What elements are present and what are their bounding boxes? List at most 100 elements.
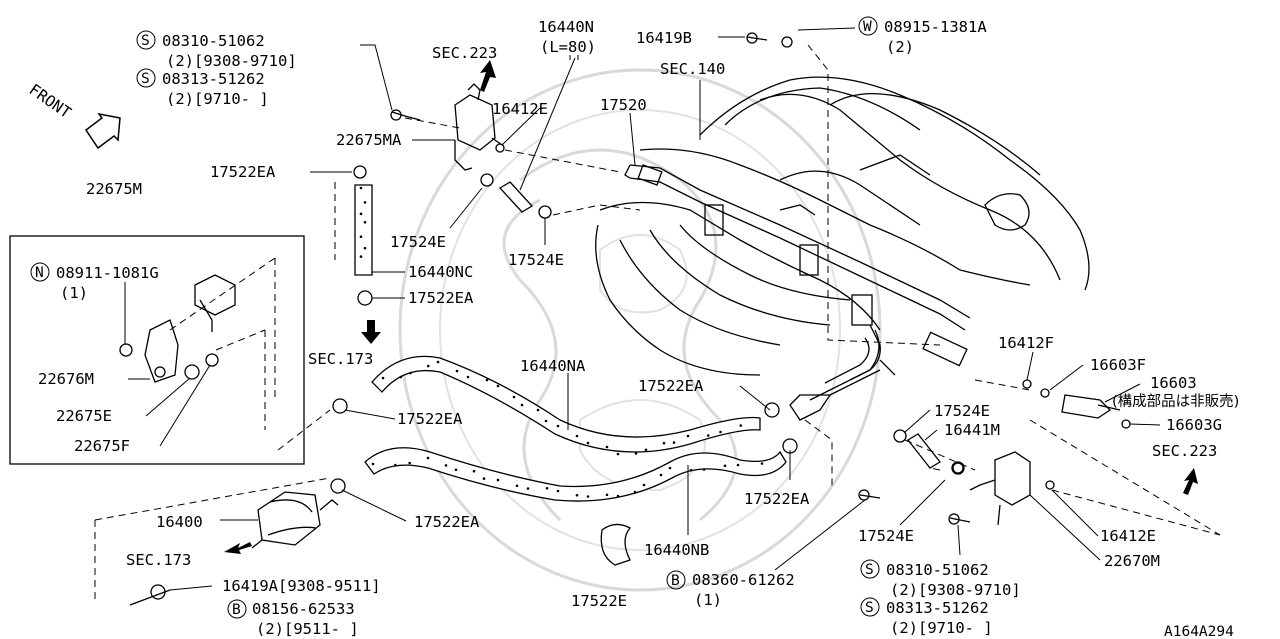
label-16400: 16400 xyxy=(156,513,203,531)
hose-texture-dot xyxy=(520,403,524,407)
label-16419A: 16419A[9308-9511] xyxy=(222,577,381,595)
svg-text:S: S xyxy=(865,562,874,578)
label-16412E-bot: 16412E xyxy=(1100,527,1156,545)
label-17522EA-4: 17522EA xyxy=(397,410,463,428)
label-22670M: 22670M xyxy=(1104,552,1160,570)
label-17524E-4: 17524E xyxy=(858,527,914,545)
label-08313-top: 08313-51262 xyxy=(162,70,265,88)
hose-texture-dot xyxy=(706,434,710,437)
label-sec173-mid: SEC.173 xyxy=(308,350,373,368)
hose-texture-dot xyxy=(515,484,519,488)
label-08360: 08360-61262 xyxy=(692,571,795,589)
arrow-sec223-top xyxy=(480,60,496,92)
intake-manifold xyxy=(595,76,1090,376)
label-sec140: SEC.140 xyxy=(660,60,725,78)
hose-texture-dot xyxy=(672,441,676,444)
label-08156-qty: (2)[9511- ] xyxy=(256,620,359,638)
label-17522EA-2: 17522EA xyxy=(408,289,474,307)
hose-texture-dot xyxy=(496,384,500,388)
clamps-bolts xyxy=(129,32,971,606)
label-16440N: 16440N xyxy=(538,18,594,36)
label-08310-top: 08310-51062 xyxy=(162,32,265,50)
hose-texture-dot xyxy=(399,375,403,379)
label-17522EA-1: 17522EA xyxy=(210,163,276,181)
label-22675MA: 22675MA xyxy=(336,131,402,149)
label-08915: 08915-1381A xyxy=(884,18,987,36)
hose-texture-dot xyxy=(363,201,367,204)
svg-text:B: B xyxy=(232,602,241,618)
fuel-lines xyxy=(789,329,896,421)
hose-texture-dot xyxy=(616,494,620,498)
hose-texture-dot xyxy=(616,452,620,456)
hose-texture-dot xyxy=(644,448,648,452)
pressure-regulator-bottom xyxy=(952,451,1055,526)
label-17524E-1: 17524E xyxy=(390,233,446,251)
hose-texture-dot xyxy=(642,483,646,487)
hose-texture-dot xyxy=(436,360,440,364)
label-sec223-top: SEC.223 xyxy=(432,44,497,62)
hose-texture-dot xyxy=(408,461,411,465)
symbol-s-bot1: S xyxy=(860,559,880,579)
hose-texture-dot xyxy=(363,220,367,224)
label-22676M: 22676M xyxy=(38,370,94,388)
hose-texture-dot xyxy=(739,424,743,427)
hose-texture-dot xyxy=(394,463,397,467)
hose-texture-dot xyxy=(536,408,540,412)
symbol-s-top1: S xyxy=(136,30,156,50)
dashed-guides xyxy=(94,44,1221,600)
label-08310-bot: 08310-51062 xyxy=(886,561,989,579)
hose-texture-dot xyxy=(472,469,476,473)
hose-texture-dot xyxy=(371,462,375,466)
label-16440NB: 16440NB xyxy=(644,541,709,559)
label-17522E: 17522E xyxy=(571,592,627,610)
label-17520: 17520 xyxy=(600,96,647,114)
hose-texture-dot xyxy=(702,468,706,471)
symbol-w: W xyxy=(858,16,878,36)
hose-texture-dot xyxy=(719,430,722,434)
arrow-sec223-bot xyxy=(1183,468,1198,495)
hose-texture-dot xyxy=(359,235,363,239)
hose-texture-dot xyxy=(544,419,548,423)
label-16412E-top: 16412E xyxy=(492,100,548,118)
part-labels: 16440N (L=80) 16419B 08915-1381A (2) 083… xyxy=(26,18,1240,639)
hose-texture-dot xyxy=(485,378,489,382)
symbol-n: N xyxy=(30,262,50,282)
hose-texture-dot xyxy=(359,212,363,216)
hose-texture-dot xyxy=(634,452,638,455)
leader-lines xyxy=(124,27,1161,591)
hose-texture-dot xyxy=(426,364,430,368)
hose-texture-dot xyxy=(455,369,459,373)
arrow-sec173-bot xyxy=(224,542,252,554)
hose-texture-dot xyxy=(359,255,363,258)
hose-texture-dot xyxy=(686,434,690,438)
svg-text:W: W xyxy=(863,19,872,35)
symbol-s-bot2: S xyxy=(860,597,880,617)
hose-texture-dot xyxy=(496,478,500,482)
fuel-rail xyxy=(624,164,971,381)
label-17522EA-5: 17522EA xyxy=(744,490,810,508)
label-08911: 08911-1081G xyxy=(56,264,159,282)
hose-texture-dot xyxy=(466,375,470,379)
label-16603G: 16603G xyxy=(1166,416,1222,434)
diagram-id: A164A294 xyxy=(1164,624,1234,639)
hose-texture-dot xyxy=(556,424,560,428)
label-16419B: 16419B xyxy=(636,29,692,47)
hose-texture-dot xyxy=(381,376,385,380)
label-08313-bot: 08313-51262 xyxy=(886,599,989,617)
label-22675E: 22675E xyxy=(56,407,112,425)
label-16412F: 16412F xyxy=(998,334,1054,352)
hose-texture-dot xyxy=(526,487,530,490)
label-22675M: 22675M xyxy=(86,180,142,198)
hose-texture-dot xyxy=(575,493,579,497)
hose-texture-dot xyxy=(605,493,609,497)
hose-texture-dot xyxy=(545,486,549,490)
hose-texture-dot xyxy=(359,186,363,190)
label-08360-qty: (1) xyxy=(694,591,722,609)
svg-text:N: N xyxy=(35,265,44,281)
hose-texture-dot xyxy=(426,456,430,460)
circled-symbols: S S W N B B S S xyxy=(30,16,880,619)
label-08310-top-qty: (2)[9308-9710] xyxy=(166,52,297,70)
hose-dots xyxy=(359,186,764,498)
